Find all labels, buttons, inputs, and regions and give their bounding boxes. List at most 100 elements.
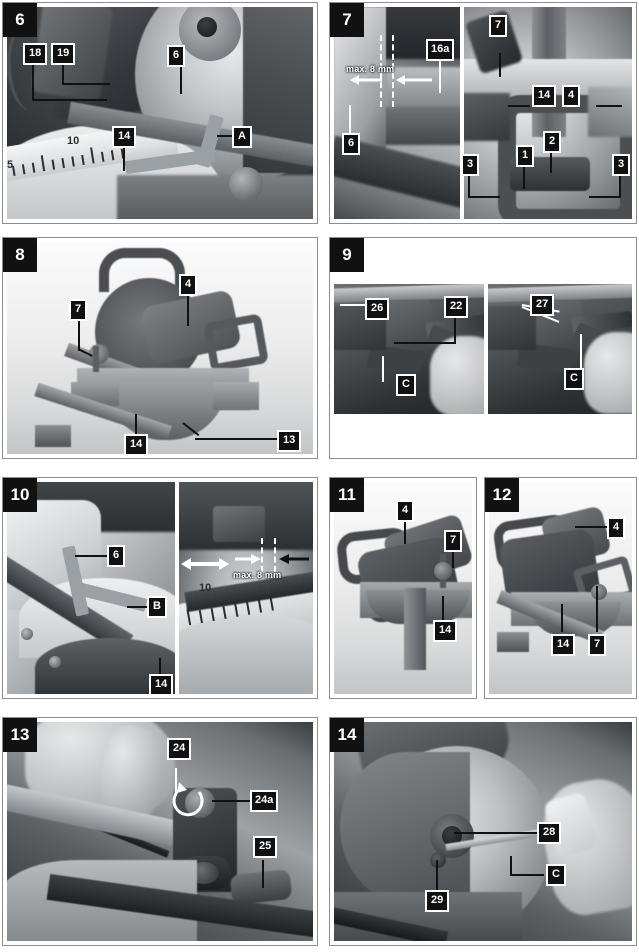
panel-number-11: 11: [330, 478, 364, 512]
panel-7-photo-right: [464, 7, 632, 219]
panel-13-photo-area: 24 24a 25: [7, 722, 313, 941]
panel-12-photo-area: 4 14 7: [489, 482, 632, 694]
panel-10-photo-area: 10: [7, 482, 313, 694]
panel-number-13: 13: [3, 718, 37, 752]
arrow-white-left-10r: [181, 558, 229, 570]
panel-number-14: 14: [330, 718, 364, 752]
arbor-bolt-28-14: [442, 826, 462, 846]
leader-C-horizontal-14: [510, 874, 544, 876]
leader-7-vertical-8: [78, 317, 80, 351]
label-7-panel12: 7: [588, 634, 607, 656]
leader-6-vertical: [180, 62, 182, 94]
leader-14-horizontal: [508, 105, 530, 107]
label-26: 26: [365, 298, 390, 320]
leader-C-right-vertical: [580, 334, 582, 372]
clamp-knob-12: [591, 584, 607, 600]
mount-plate-right-9: [488, 306, 536, 350]
gap-dashline-right: [392, 35, 394, 107]
leader-3-left-horizontal: [468, 196, 500, 198]
bracket-10r: [213, 506, 265, 542]
label-A: A: [232, 126, 252, 148]
panel-9-photo-right: [488, 284, 632, 414]
figure-panel-13: 24 24a 25 13: [2, 717, 318, 946]
leader-24-vertical-13: [175, 768, 177, 796]
panel-8-photo-area: 7 4 14 13: [7, 242, 313, 454]
label-13-panel8: 13: [277, 430, 302, 452]
figure-panel-11: 4 7 14 11: [329, 477, 477, 699]
extension-wing-right-8: [213, 382, 259, 410]
panel-10-divider: [175, 482, 179, 694]
table-edge-10r: [179, 614, 313, 694]
figure-panel-14: 28 29 C 14: [329, 717, 637, 946]
label-28-panel14: 28: [537, 822, 562, 844]
label-3-left-panel7: 3: [461, 154, 480, 176]
right-side-block: [588, 87, 632, 137]
slide-end-12: [497, 632, 529, 652]
panel-9-divider: [484, 242, 488, 454]
label-14-panel12: 14: [551, 634, 576, 656]
leader-4-vertical-11: [404, 520, 406, 544]
leader-B-horizontal-10: [127, 606, 147, 608]
figure-panel-8: 7 4 14 13 8: [2, 237, 318, 459]
fence-bolt-a-10: [21, 628, 33, 640]
label-2-panel7: 2: [543, 131, 562, 153]
label-6-panel10: 6: [107, 545, 126, 567]
leader-14-vertical-11: [442, 596, 444, 620]
spindle-lock-29-14: [430, 852, 446, 868]
leader-3-right-horizontal: [589, 196, 621, 198]
label-25-panel13: 25: [253, 836, 278, 858]
panel-number-6: 6: [3, 3, 37, 37]
leader-6-horizontal-10: [75, 555, 109, 557]
leader-29-vertical-14: [436, 860, 438, 892]
leader-6-vertical-left: [349, 105, 351, 135]
panel-7-photo-area: max. 8 mm: [334, 7, 632, 219]
panel-9-photo-area: 26 22 C 27 C: [334, 242, 632, 454]
workpiece-block-lower: [380, 107, 460, 145]
label-24a-panel13: 24a: [250, 790, 279, 812]
gap-dashline-left: [380, 35, 382, 107]
label-19: 19: [51, 43, 76, 65]
leader-19-vertical: [62, 59, 64, 85]
extension-rod-11: [404, 588, 426, 670]
label-27: 27: [530, 294, 555, 316]
label-6-panel7: 6: [342, 133, 361, 155]
panel-7-divider: [460, 7, 464, 219]
rear-handle-8: [203, 313, 269, 373]
label-24-panel13: 24: [167, 738, 192, 760]
figure-panel-6: 5 10 18 19 6: [2, 2, 318, 224]
workpiece-block: [386, 67, 460, 113]
leader-13-horizontal-8: [195, 438, 279, 440]
panel-number-10: 10: [3, 478, 37, 512]
panel-6-photo-area: 5 10 18 19 6: [7, 7, 313, 219]
leader-4-horizontal-12: [575, 526, 607, 528]
leader-4-vertical-8: [187, 292, 189, 326]
scale-number-10: 10: [67, 135, 80, 147]
label-4-panel7: 4: [562, 85, 581, 107]
panel-11-photo-area: 4 7 14: [334, 482, 472, 694]
leader-26-horizontal: [340, 304, 366, 306]
leader-14-vertical: [123, 141, 125, 171]
panel-14-photo-area: 28 29 C: [334, 722, 632, 941]
leader-1-vertical: [523, 161, 525, 189]
label-1-panel7: 1: [516, 145, 535, 167]
hand-left-9: [430, 336, 484, 414]
dimension-max-8mm-10: max. 8 mm: [233, 570, 282, 580]
leader-22-vertical: [454, 316, 456, 344]
clamp-post-8: [93, 346, 99, 372]
leader-7-vertical: [499, 53, 501, 77]
clamp-knob-11: [434, 562, 452, 580]
base-knob: [229, 167, 263, 201]
label-3-right-panel7: 3: [612, 154, 631, 176]
leader-14-vertical-8: [135, 414, 137, 438]
label-7-panel8: 7: [69, 299, 88, 321]
label-14-panel8: 14: [124, 434, 149, 454]
leader-7-vertical-11: [452, 550, 454, 568]
figure-panel-12: 4 14 7 12: [484, 477, 637, 699]
leader-4-horizontal: [596, 105, 622, 107]
figure-panel-10: 10: [2, 477, 318, 699]
arrow-right: [396, 75, 432, 85]
label-C-left-panel9: C: [396, 374, 416, 396]
arrow-left: [350, 75, 382, 85]
panel-10-photo-left: [7, 482, 175, 694]
